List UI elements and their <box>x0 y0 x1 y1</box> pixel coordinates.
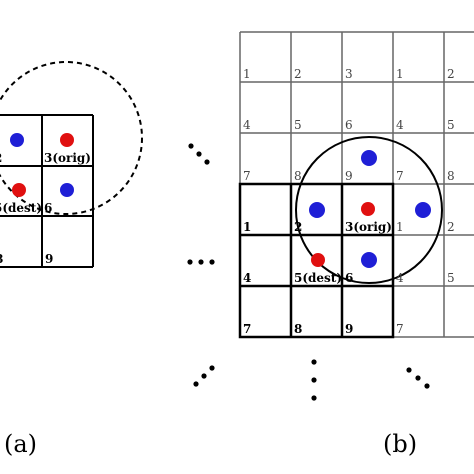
panel-b-outer-label: 7 <box>396 322 404 336</box>
panel-a-caption: (a) <box>4 430 37 458</box>
panel-b-outer-label: 7 <box>243 169 251 183</box>
panel-a-label-9: 9 <box>45 252 53 266</box>
panel-b-caption: (b) <box>383 430 417 458</box>
panel-b-outer-label: 1 <box>396 67 404 81</box>
panel-a-red-dot-orig <box>60 133 74 147</box>
panel-a-grid <box>0 114 94 268</box>
panel-b-outer-label: 3 <box>345 67 353 81</box>
panel-b-outer-label: 2 <box>447 220 455 234</box>
panel-b-outer-label: 5 <box>447 118 455 132</box>
panel-a-label-8: 8 <box>0 252 3 266</box>
panel-b-label-6: 6 <box>345 271 353 285</box>
panel-b-blue-dot <box>309 202 325 218</box>
panel-b-outer-label: 4 <box>243 118 251 132</box>
panel-a-label-2: 2 <box>0 151 2 165</box>
panel-b-inner-grid <box>238 182 395 339</box>
panel-b-outer-label: 9 <box>345 169 353 183</box>
continuation-dots <box>187 143 430 401</box>
panel-b-label-1: 1 <box>243 220 251 234</box>
panel-b-outer-label: 1 <box>396 220 404 234</box>
panel-b-blue-dot <box>415 202 431 218</box>
panel-b-red-dot-orig <box>361 202 375 216</box>
panel-b-outer-label: 4 <box>396 271 404 285</box>
panel-a-red-dot-dest <box>12 183 26 197</box>
panel-b-label-8: 8 <box>294 322 302 336</box>
panel-b-outer-label: 5 <box>447 271 455 285</box>
panel-b-circle <box>295 136 443 284</box>
panel-b-outer-label: 8 <box>447 169 455 183</box>
panel-b-outer-label: 7 <box>396 169 404 183</box>
panel-b-red-dot-dest <box>311 253 325 267</box>
panel-b: 1 2 3 1 2 4 5 6 4 5 7 8 9 7 8 1 2 4 5 7 … <box>238 31 474 458</box>
panel-b-outer-label: 8 <box>294 169 302 183</box>
panel-b-label-9: 9 <box>345 322 353 336</box>
panel-a: 2 3(orig) 5(dest) 6 8 9 (a) <box>0 61 143 458</box>
panel-a-blue-dot <box>60 183 74 197</box>
panel-b-outer-label: 6 <box>345 118 353 132</box>
panel-a-dashed-circle <box>0 61 143 215</box>
panel-b-blue-dot <box>361 150 377 166</box>
panel-b-outer-label: 1 <box>243 67 251 81</box>
panel-b-label-5-dest: 5(dest) <box>294 271 342 285</box>
panel-a-label-3-orig: 3(orig) <box>44 151 91 165</box>
panel-b-label-2: 2 <box>294 220 302 234</box>
panel-b-outer-label: 2 <box>294 67 302 81</box>
panel-b-outer-label: 5 <box>294 118 302 132</box>
panel-b-label-4: 4 <box>243 271 251 285</box>
panel-b-label-3-orig: 3(orig) <box>345 220 392 234</box>
panel-a-blue-dot <box>10 133 24 147</box>
panel-b-label-7: 7 <box>243 322 251 336</box>
panel-b-outer-label: 2 <box>447 67 455 81</box>
panel-a-label-6: 6 <box>44 201 52 215</box>
panel-a-label-5-dest: 5(dest) <box>0 201 42 215</box>
panel-b-outer-label: 4 <box>396 118 404 132</box>
panel-b-blue-dot <box>361 252 377 268</box>
